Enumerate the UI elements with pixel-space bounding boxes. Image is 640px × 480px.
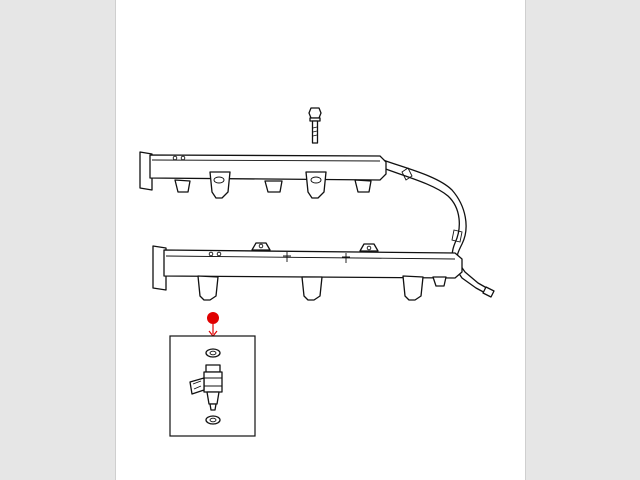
bolt[interactable] <box>308 107 322 144</box>
lower-fuel-rail[interactable] <box>152 242 463 301</box>
fuel-injector-detail[interactable] <box>169 335 256 437</box>
fuel-crossover-tube[interactable] <box>382 159 495 298</box>
callout-marker[interactable] <box>207 312 219 337</box>
upper-fuel-rail[interactable] <box>139 151 387 199</box>
